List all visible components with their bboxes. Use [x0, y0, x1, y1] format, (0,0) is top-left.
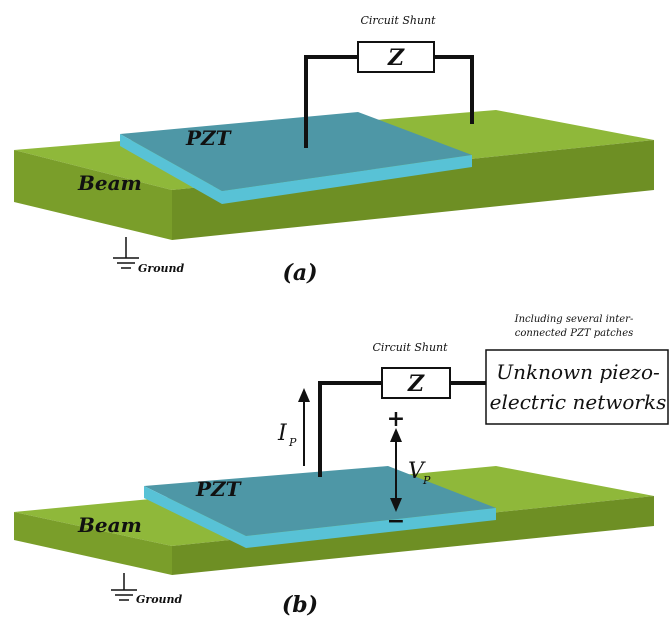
- panel-b: Z Circuit Shunt Unknown piezo- electric …: [14, 314, 669, 617]
- voltage-subscript: P: [422, 474, 431, 487]
- network-note-line2: connected PZT patches: [515, 328, 634, 339]
- beam-label-b: Beam: [77, 513, 142, 537]
- ground-label-a: Ground: [138, 262, 185, 275]
- beam-label-a: Beam: [77, 171, 142, 195]
- pzt-a-left: [120, 134, 222, 204]
- pzt-label-b: PZT: [195, 477, 243, 501]
- pzt-b-left: [144, 486, 246, 548]
- network-box: [485, 349, 669, 425]
- caption-a: (a): [282, 260, 317, 286]
- pzt-a-top: [120, 112, 472, 191]
- impedance-label-b: Z: [407, 371, 425, 397]
- pzt-b-top: [144, 466, 496, 536]
- impedance-box-b: [381, 367, 451, 399]
- pzt-a-front: [222, 155, 472, 204]
- network-line2: electric networks: [490, 390, 667, 414]
- panel-a: Z Circuit Shunt PZT Beam Ground (a): [14, 14, 654, 286]
- pzt-b-front: [246, 508, 496, 548]
- impedance-label-a: Z: [387, 45, 405, 71]
- caption-b: (b): [282, 592, 318, 617]
- network-line1: Unknown piezo-: [496, 360, 660, 384]
- impedance-box-a: [357, 41, 435, 73]
- wire-a: [304, 55, 360, 148]
- voltage-arrowhead-up: [390, 428, 402, 442]
- wire-b: [318, 381, 384, 477]
- beam-b-side: [172, 496, 654, 575]
- wire-a-right: [432, 55, 474, 124]
- voltage-arrowhead-down: [390, 498, 402, 512]
- voltage-symbol: V: [408, 459, 426, 484]
- shunt-label-b: Circuit Shunt: [372, 341, 448, 354]
- beam-a-front: [14, 150, 172, 240]
- beam-b-front: [14, 512, 172, 575]
- shunt-label-a: Circuit Shunt: [360, 14, 436, 27]
- ground-icon-a: [113, 237, 139, 269]
- ground-icon-b: [111, 573, 137, 601]
- current-symbol: I: [277, 421, 288, 446]
- current-arrowhead: [298, 388, 310, 402]
- network-note-line1: Including several inter-: [514, 314, 634, 325]
- pzt-label-a: PZT: [185, 126, 233, 150]
- current-subscript: P: [288, 436, 297, 449]
- voltage-minus: −: [387, 508, 405, 534]
- voltage-plus: +: [387, 406, 405, 432]
- ground-label-b: Ground: [136, 593, 183, 606]
- beam-a-side: [172, 140, 654, 240]
